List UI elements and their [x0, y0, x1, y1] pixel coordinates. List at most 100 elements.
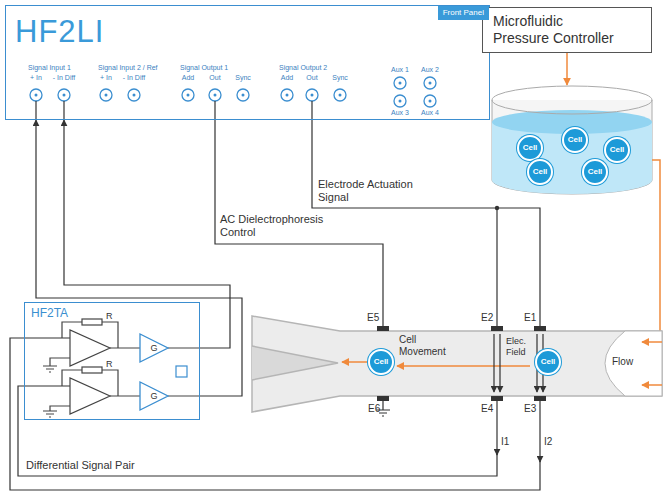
ground-symbol	[43, 406, 70, 417]
signal-connector	[64, 120, 230, 348]
bnc-connector	[424, 77, 436, 89]
microfluidic-channel	[252, 316, 662, 412]
node-title: HF2TA	[31, 306, 199, 320]
bnc-pin	[339, 94, 342, 97]
node-title: Cell	[610, 146, 625, 154]
electrode-label: E6	[368, 403, 380, 415]
bnc-pin	[187, 94, 190, 97]
current-wire	[496, 401, 497, 455]
amplifier-circuit	[43, 319, 200, 417]
signal-connector	[36, 120, 242, 396]
bnc-pin	[429, 82, 432, 85]
feedback-wire	[62, 370, 200, 396]
electrode	[534, 396, 546, 401]
resistor-symbol	[82, 319, 102, 325]
dep-control-wire	[215, 101, 383, 326]
current-wire	[539, 401, 540, 462]
bnc-connector	[394, 77, 406, 89]
port-label: Add	[281, 74, 293, 82]
component-label: R	[106, 311, 113, 322]
electrode	[377, 396, 389, 401]
port-label: - In Diff	[53, 74, 75, 82]
port-label: Aux 3	[391, 109, 409, 117]
bnc-connector	[209, 89, 221, 101]
bnc-connector	[394, 95, 406, 107]
cell-circle: Cell	[562, 127, 588, 153]
port-label: Out	[306, 74, 317, 82]
port-label: Signal Output 2	[279, 64, 327, 72]
input-stub	[35, 101, 36, 120]
bnc-pin	[63, 94, 66, 97]
node-title: Cell	[374, 358, 389, 366]
annotation: Elec. Field	[506, 336, 536, 357]
bnc-connector	[424, 95, 436, 107]
cell-circle: Cell	[535, 349, 561, 375]
bnc-pin	[35, 94, 38, 97]
differential-wire	[10, 338, 540, 490]
cell-circle: Cell	[582, 159, 608, 185]
resistor-symbol	[82, 367, 102, 373]
actuation-wire	[496, 208, 497, 326]
wires	[10, 101, 540, 490]
signal-label: AC Dielectrophoresis Control	[220, 213, 345, 239]
node-title: Microfluidic Pressure Controller	[493, 13, 619, 47]
opamp-symbol	[70, 330, 110, 366]
component-label: G	[150, 391, 157, 402]
component-label: G	[150, 343, 157, 354]
flow-cap	[605, 331, 662, 396]
port-label: Signal Input 2 / Ref	[98, 64, 158, 72]
electrode	[491, 396, 503, 401]
signal-label: Electrode Actuation Signal	[318, 178, 413, 204]
instrument-panel: HF2LIFront Panel	[5, 5, 490, 120]
bnc-pin	[429, 100, 432, 103]
port-label: Add	[182, 74, 194, 82]
electrode-label: E5	[367, 312, 379, 324]
bnc-pin	[133, 94, 136, 97]
bnc-connector	[182, 89, 194, 101]
actuation-wire	[312, 101, 540, 326]
input-stub	[63, 101, 64, 120]
component-label: R	[106, 359, 113, 370]
bnc-pin	[311, 94, 314, 97]
movement-arrow	[397, 365, 530, 367]
port-label: - In Diff	[123, 74, 145, 82]
node-title: HF2LI	[15, 15, 104, 49]
node-title: Cell	[533, 168, 548, 176]
annotation: Differential Signal Pair	[26, 459, 135, 472]
port-label: Aux 1	[391, 66, 409, 74]
cell-circle: Cell	[604, 137, 630, 163]
bnc-connector	[128, 89, 140, 101]
junction-dot	[495, 206, 499, 210]
annotation: I1	[501, 436, 509, 448]
electrode	[534, 326, 546, 331]
annotation: Cell Movement	[399, 334, 451, 358]
cell-circle: Cell	[527, 159, 553, 185]
electrode-label: E1	[524, 312, 536, 324]
reservoir-rim	[492, 86, 652, 114]
cell-circle: Cell	[517, 135, 543, 161]
node-title: Cell	[541, 358, 556, 366]
gain-stage	[140, 334, 168, 362]
electrode-label: E3	[524, 403, 536, 415]
controller-box: Microfluidic Pressure Controller	[482, 7, 652, 53]
indicator-square	[176, 366, 187, 377]
port-label: Aux 4	[421, 109, 439, 117]
flow-arrow	[642, 341, 662, 343]
port-label: + In	[100, 74, 112, 82]
node-title: Cell	[588, 168, 603, 176]
bnc-pin	[399, 82, 402, 85]
reservoir-liquid	[492, 122, 652, 194]
node-title: Cell	[523, 144, 538, 152]
electrode	[377, 326, 389, 331]
bnc-connector	[334, 89, 346, 101]
bnc-pin	[242, 94, 245, 97]
bnc-connector	[237, 89, 249, 101]
field-arrow	[499, 334, 500, 392]
node-title: Cell	[568, 136, 583, 144]
port-label: Signal Input 1	[28, 64, 71, 72]
electrode	[491, 326, 503, 331]
annotation: Flow	[612, 356, 633, 368]
opamp-symbol	[70, 378, 110, 414]
